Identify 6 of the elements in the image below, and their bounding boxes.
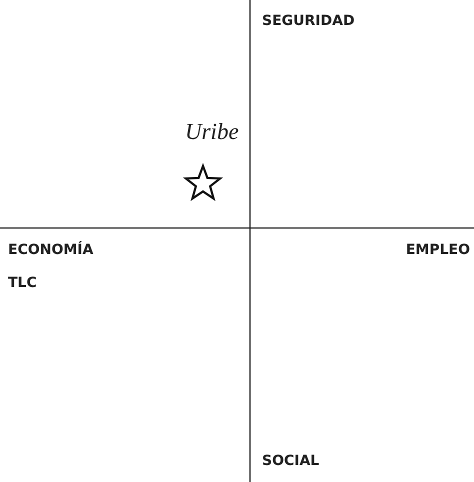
axis-label: SOCIAL <box>262 454 320 468</box>
position-label: Uribe <box>185 120 239 143</box>
axis-label: ECONOMÍA <box>8 243 94 257</box>
axis-label: SEGURIDAD <box>262 14 355 28</box>
axis-label: EMPLEO <box>406 243 470 257</box>
topic-label: TLC <box>8 276 37 290</box>
